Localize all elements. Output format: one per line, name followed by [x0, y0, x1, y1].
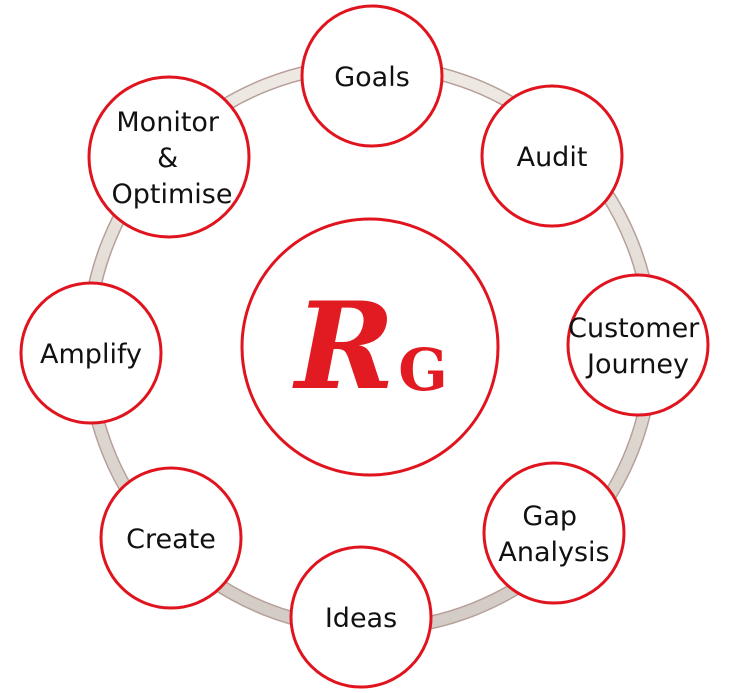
node-label-line: Monitor	[116, 107, 220, 138]
node-label-line: Optimise	[112, 179, 233, 210]
node-create: Create	[99, 466, 243, 610]
node-label-line: Audit	[517, 142, 588, 173]
node-label-line: &	[157, 143, 178, 174]
center-logo: R G	[240, 217, 500, 477]
node-goals: Goals	[300, 4, 444, 148]
node-amplify: Amplify	[19, 281, 163, 425]
node-label-line: Create	[126, 524, 216, 555]
node-label-line: Journey	[585, 349, 689, 380]
node-label-line: Ideas	[325, 603, 397, 634]
node-customer-journey: Customer Journey	[566, 273, 710, 417]
node-label: Customer Journey	[568, 313, 708, 380]
node-gap-analysis: Gap Analysis	[482, 461, 626, 605]
node-label: Monitor & Optimise	[112, 107, 233, 210]
node-monitor-optimise: Monitor & Optimise	[87, 75, 251, 239]
node-label-line: Amplify	[40, 339, 142, 370]
node-label-line: Gap	[522, 501, 577, 532]
logo-letter-r: R	[292, 276, 395, 417]
node-label: Goals	[334, 62, 410, 93]
node-label: Ideas	[325, 603, 397, 634]
node-label-line: Analysis	[498, 537, 609, 568]
node-label: Audit	[517, 142, 588, 173]
logo-circle	[240, 217, 500, 477]
logo-letter-g: G	[398, 336, 448, 404]
node-label-line: Goals	[334, 62, 410, 93]
node-ideas: Ideas	[289, 545, 433, 689]
node-label: Create	[126, 524, 216, 555]
node-label: Amplify	[40, 339, 142, 370]
node-label-line: Customer	[568, 313, 700, 344]
node-audit: Audit	[480, 84, 624, 228]
node-label: Gap Analysis	[498, 501, 609, 568]
